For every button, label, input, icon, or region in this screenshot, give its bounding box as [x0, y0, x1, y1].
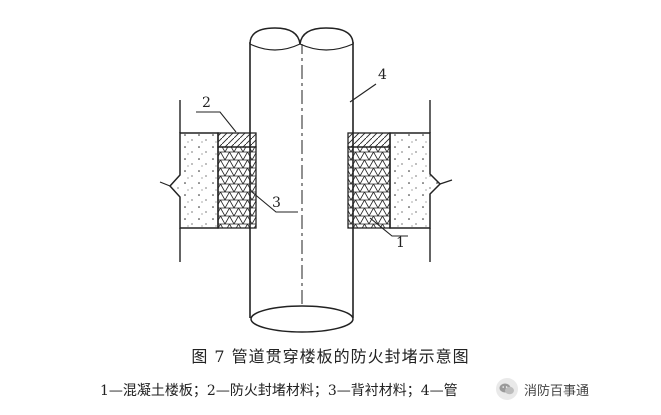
callout-fire-sealing: 2	[202, 95, 211, 111]
leader-lines	[196, 83, 408, 237]
fire-sealing-band-right	[347, 132, 391, 148]
figure-caption-legend: 1—混凝土楼板；2—防火封堵材料；3—背衬材料；4—管	[100, 383, 458, 399]
figure-caption-title: 图 7 管道贯穿楼板的防火封堵示意图	[191, 347, 470, 366]
watermark: 消防百事通	[494, 376, 596, 402]
callout-concrete-slab: 1	[396, 235, 405, 251]
watermark-text: 消防百事通	[524, 383, 590, 399]
concrete-slab-right	[389, 100, 453, 262]
backing-material-right	[347, 146, 391, 229]
callout-pipe: 4	[378, 67, 387, 83]
wechat-logo-icon	[496, 378, 518, 400]
concrete-slab-left	[159, 100, 219, 262]
callout-backing-material: 3	[272, 195, 281, 211]
pipe	[249, 27, 354, 333]
